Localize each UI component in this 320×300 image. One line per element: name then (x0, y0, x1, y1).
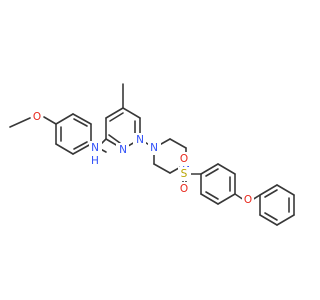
bond-o-ring (43, 116, 57, 125)
chemical-structure-diagram: O N H N N N N S (9, 83, 295, 226)
bond-aryl1-1 (200, 163, 219, 175)
atom-label-o-sulfonyl-2: O (180, 183, 188, 195)
bond-piperazine-5 (153, 163, 171, 174)
atom-pyrimidine-nitrogen-a: N (116, 143, 129, 157)
bond-anisole-double-1 (73, 118, 88, 127)
atom-labels: O N H N N N N S (31, 110, 254, 207)
atom-piperazine-nitrogen-1: N (148, 141, 161, 155)
atom-label-o-ether: O (244, 194, 252, 206)
bond-anisole-5 (55, 143, 74, 155)
atom-label-h-amine: H (91, 155, 99, 167)
atom-pyrimidine-nitrogen-b: N (133, 133, 146, 147)
bond-pyrimidine-3 (122, 107, 141, 119)
atom-sulfonyl-oxygen-1: O (178, 152, 191, 166)
bond-methyl-o (9, 117, 31, 128)
bond-pyrimidine-2 (105, 107, 124, 119)
bond-piperazine-2 (169, 138, 187, 149)
bond-anisole-2 (72, 113, 92, 125)
bond-anisole-1 (55, 113, 74, 125)
bond-pyrimidine-double-1 (109, 112, 124, 122)
atom-label-o-sulfonyl-1: O (180, 153, 188, 165)
atom-amine-nitrogen: N (89, 141, 102, 155)
bond-phenyl-5 (259, 214, 278, 226)
atom-sulfonyl-oxygen-2: O (178, 182, 191, 196)
atom-label-n-amine: N (91, 142, 99, 154)
bond-phenyl-double-3 (264, 212, 278, 221)
bond-anisole-4 (72, 143, 92, 155)
atom-sulfonyl-sulfur: S (178, 167, 191, 181)
atom-label-n-piperazine-1: N (150, 142, 158, 154)
atom-label-n-pyrimidine-b: N (136, 134, 144, 146)
atom-label-n-pyrimidine-a: N (119, 144, 127, 156)
bond-aryl1-5 (200, 193, 219, 205)
bond-anisole-double-2 (73, 141, 88, 150)
atom-methoxy-oxygen: O (31, 110, 43, 124)
bond-aryl1-4 (217, 193, 236, 205)
bond-aryl1-double-3 (205, 191, 219, 200)
atom-ether-oxygen: O (242, 193, 254, 207)
bond-phenyl-1 (259, 184, 278, 196)
bond-pyrimidine-double-3 (108, 134, 121, 144)
atom-label-o-methoxy: O (33, 111, 41, 123)
bond-aryl1-double-1 (205, 168, 219, 177)
bond-aryl1-2 (217, 163, 236, 175)
bond-phenyl-4 (276, 214, 295, 226)
atom-amine-hydrogen: H (89, 154, 102, 168)
bond-phenyl-2 (276, 184, 295, 196)
atom-label-s-sulfonyl: S (181, 168, 188, 180)
bond-phenyl-double-1 (264, 189, 278, 198)
